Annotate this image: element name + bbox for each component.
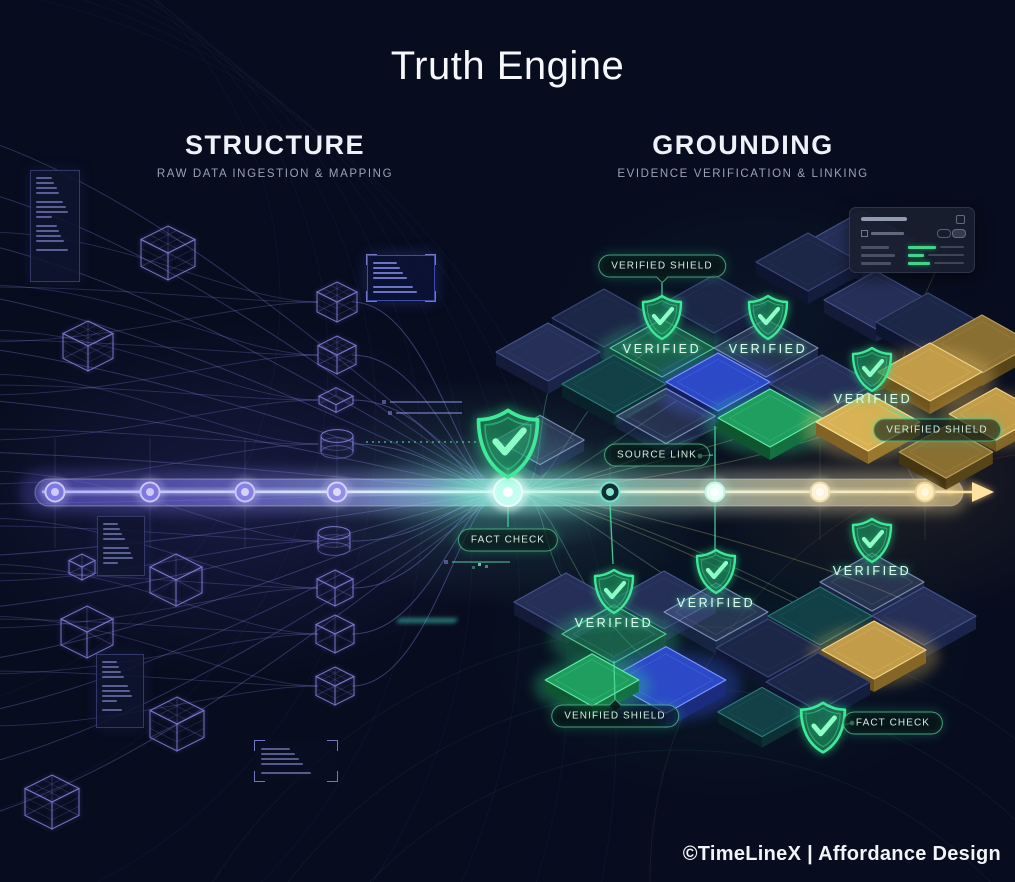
data-tile-glass bbox=[663, 582, 769, 654]
wireframe-cube bbox=[317, 387, 355, 414]
wireframe-cube bbox=[148, 696, 206, 752]
shield-check-icon bbox=[851, 346, 893, 393]
shield-check-icon bbox=[476, 408, 540, 479]
timeline-arrow bbox=[946, 482, 994, 502]
timeline-node bbox=[804, 476, 836, 508]
verification-shields bbox=[476, 294, 893, 754]
data-tile-gold bbox=[865, 342, 995, 414]
shield-check-icon bbox=[747, 294, 789, 341]
timeline-node bbox=[909, 476, 941, 508]
timeline-node bbox=[594, 476, 626, 508]
wireframe-cube bbox=[320, 429, 354, 459]
wireframe-cube bbox=[61, 320, 115, 372]
shield-check-icon bbox=[799, 701, 847, 754]
wireframe-cube bbox=[315, 281, 359, 323]
timeline-node bbox=[229, 476, 261, 508]
wireframe-cube bbox=[314, 666, 356, 706]
shield-check-icon bbox=[851, 517, 893, 564]
wireframe-cube bbox=[148, 553, 204, 607]
timeline-nodes bbox=[39, 472, 941, 512]
wireframe-cube bbox=[314, 614, 356, 654]
timeline-node bbox=[488, 472, 528, 512]
wireframe-cube bbox=[317, 526, 351, 556]
data-tile-green bbox=[705, 388, 835, 460]
shield-check-icon bbox=[593, 568, 635, 615]
wireframe-cube bbox=[316, 335, 358, 375]
data-tile-goldBright bbox=[803, 392, 933, 464]
timeline-node bbox=[699, 476, 731, 508]
data-tile-teal bbox=[717, 686, 807, 748]
data-tile-navy bbox=[755, 232, 861, 304]
timeline-node bbox=[39, 476, 71, 508]
shield-check-icon bbox=[695, 548, 737, 595]
data-tile-teal bbox=[561, 354, 667, 426]
data-tile-slate bbox=[495, 322, 601, 394]
timeline-node bbox=[134, 476, 166, 508]
wireframe-cube bbox=[23, 774, 81, 830]
wireframe-cube bbox=[139, 225, 197, 281]
wireframe-cube bbox=[67, 553, 97, 581]
shield-check-icon bbox=[641, 294, 683, 341]
wireframe-cubes bbox=[23, 225, 359, 830]
timeline-node bbox=[321, 476, 353, 508]
wireframe-cube bbox=[315, 569, 355, 607]
wireframe-cube bbox=[59, 605, 115, 659]
